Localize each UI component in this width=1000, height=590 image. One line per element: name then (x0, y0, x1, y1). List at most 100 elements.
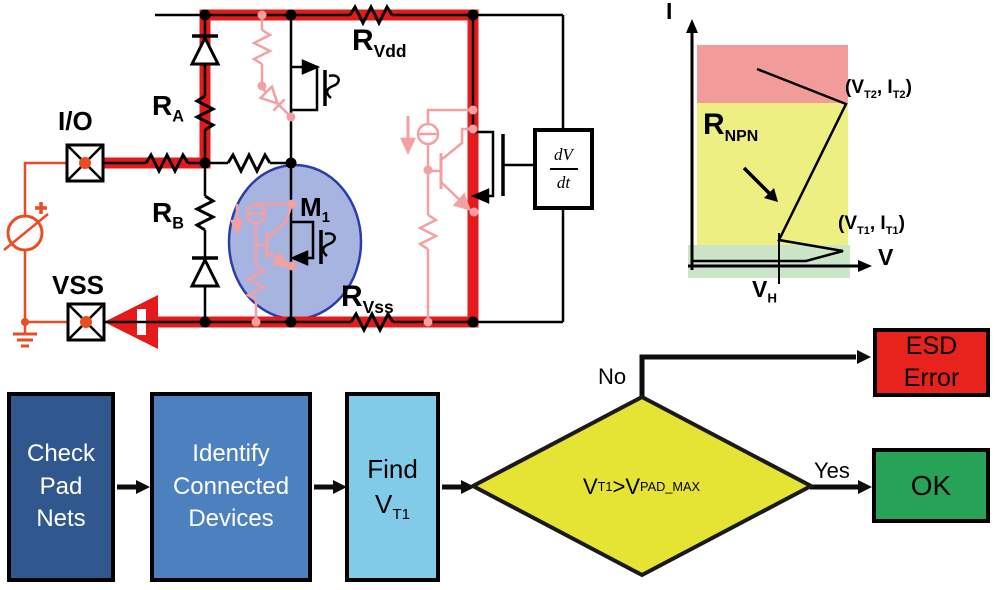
source-slash (3, 213, 49, 251)
flow-result-ok: OK (872, 448, 990, 523)
m1-npn-top-wire (254, 202, 292, 206)
resistor-rb-label: RB (152, 197, 184, 232)
pink-node-dot (287, 261, 297, 271)
decision-diamond (468, 394, 816, 578)
junction-dots (199, 9, 479, 328)
ra-sub: A (172, 107, 184, 126)
arrow3-head (461, 480, 475, 494)
flowchart-connectors (117, 350, 872, 578)
node-dot (467, 316, 479, 328)
flow-step-identify-devices: Identify Connected Devices (150, 392, 312, 582)
pink-node-dot (423, 317, 433, 327)
esd-error-line1: ESD (905, 332, 958, 361)
graph-y-arrow (686, 19, 698, 33)
resistor-rvdd (348, 3, 394, 27)
rnpn-sub: NPN (724, 128, 759, 145)
rb-sub: B (172, 214, 184, 233)
io-pad (65, 143, 105, 183)
vh-label: VH (752, 276, 777, 305)
rnpn-arrow-line (742, 166, 772, 196)
m1-inj-arrow-head (230, 219, 244, 236)
rnpn-base: R (703, 108, 725, 141)
arrow1-head (136, 480, 150, 494)
esd-error-line2: Error (903, 363, 960, 392)
trig-inj-arrow-head (400, 137, 416, 155)
step1-line2: Pad (39, 472, 83, 500)
flow-step-find-vt1: Find VT1 (345, 392, 440, 582)
m1-npn-collector (266, 206, 293, 239)
vh-sub: H (767, 290, 777, 306)
pink-node-dot (257, 10, 267, 20)
resistor-rb (193, 194, 217, 232)
esd-source-circuit (3, 161, 68, 348)
node-dot (199, 9, 211, 21)
pmos-gate-hook (325, 74, 340, 99)
flow-result-esd-error: ESD Error (873, 328, 990, 397)
trig-collector (440, 127, 471, 161)
node-dot (285, 9, 297, 21)
node-dot (285, 316, 297, 328)
step2-line1: Identify (192, 440, 270, 468)
resistor-io-2 (226, 151, 272, 175)
step2-line3: Devices (188, 505, 274, 533)
rvss-sub: Vss (362, 297, 394, 317)
m1-sub: 1 (321, 209, 331, 227)
vss-pad (66, 302, 106, 342)
node-dot (199, 316, 211, 328)
trig-resistor (417, 213, 439, 251)
trig-top-wire (426, 108, 473, 124)
vt1-s1: T1 (857, 224, 870, 237)
ground-node-dot (21, 318, 29, 326)
graph-x-axis-label: V (878, 244, 894, 270)
graph-yellow-zone (697, 103, 848, 245)
step2-line2: Connected (172, 472, 290, 500)
flow-step-check-pad-nets: Check Pad Nets (7, 392, 115, 582)
ok-label: OK (910, 469, 952, 501)
rb-base: R (152, 197, 173, 228)
yes-branch-label: Yes (814, 458, 850, 483)
vt2-s2: T2 (892, 88, 906, 101)
clamp-source-arrow (470, 188, 490, 204)
vss-pad-label: VSS (52, 270, 105, 300)
diode-bar (272, 98, 286, 112)
parasitic-elements (230, 15, 473, 322)
rvss-base: R (341, 280, 363, 313)
no-branch-line (639, 354, 856, 397)
vt2-s1: T2 (864, 88, 877, 101)
yes-branch-head (858, 480, 872, 494)
vss-pad-dot (80, 316, 92, 328)
rnpn-label: RNPN (703, 108, 758, 145)
step1-line1: Check (26, 440, 96, 468)
rnpn-arrow-head (764, 188, 778, 202)
m1-npn-resistor (245, 264, 267, 302)
io-pad-label: I/O (58, 106, 93, 136)
dvdt-fraction-bar (549, 168, 578, 170)
rvdd-base: R (352, 24, 374, 57)
dvdt-denominator: dt (556, 173, 571, 192)
resistor-rvdd-label: RVdd (352, 24, 407, 60)
resistor-rvss-label: RVss (341, 280, 394, 316)
decision-p2: >V (612, 474, 641, 499)
vt1-s2: T1 (885, 224, 899, 237)
step3-sub: T1 (392, 506, 410, 524)
lower-diode-triangle (189, 256, 221, 288)
vh-base: V (752, 276, 768, 302)
vt2-p2: , I (876, 77, 893, 98)
rvdd-sub: Vdd (373, 41, 407, 61)
snapback-graph (686, 19, 872, 284)
dvdt-trigger-label: dV dt (535, 130, 592, 208)
source-top-wire (23, 161, 67, 216)
m1-gate-hook (321, 232, 336, 257)
no-branch-label: No (598, 364, 627, 389)
vt1-p2: , I (869, 213, 886, 234)
vt2-point-label: (VT2, IT2) (845, 77, 912, 100)
node-dot (285, 157, 297, 169)
decision-p1: V (582, 474, 598, 499)
pink-node-dot (286, 112, 296, 122)
step3-v: V (375, 489, 393, 519)
io-pad-dot (79, 157, 91, 169)
m1-device-label: M1 (300, 194, 330, 225)
